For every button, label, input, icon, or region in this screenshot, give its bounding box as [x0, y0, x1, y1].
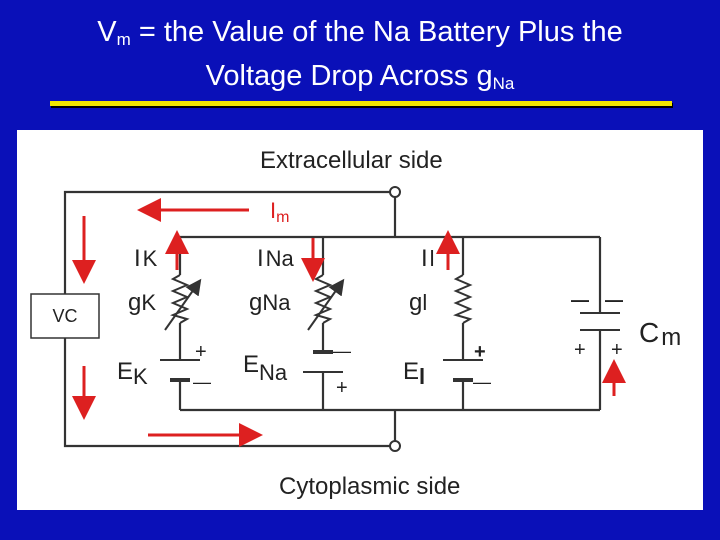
- im-label: Im: [270, 198, 289, 226]
- variable-arrow-gna: [307, 278, 345, 331]
- gna-label: gNa: [249, 289, 291, 316]
- il-label: Il: [421, 245, 435, 272]
- el-minus: —: [473, 372, 491, 392]
- el-plus: +: [474, 341, 486, 363]
- variable-arrow-gk: [164, 278, 202, 331]
- cytoplasmic-label: Cytoplasmic side: [279, 473, 460, 500]
- vc-box: [30, 293, 100, 339]
- wires: [63, 190, 602, 448]
- title-line-2: Voltage Drop Across gNa: [205, 60, 515, 93]
- resistor-gna: [313, 274, 333, 324]
- ena-plus: +: [336, 377, 348, 399]
- wire-top-left: [63, 190, 395, 294]
- capacitor-cm: [580, 312, 620, 331]
- gl-label: gl: [409, 289, 427, 316]
- top-terminal: [389, 186, 401, 198]
- ina-label: INa: [257, 245, 295, 272]
- circuit-panel: Extracellular side Cytoplasmic side: [17, 130, 703, 510]
- circuit-diagram: Extracellular side Cytoplasmic side: [30, 147, 681, 500]
- ena-label: ENa: [243, 351, 288, 385]
- cm-minus-right: —: [605, 290, 623, 310]
- resistor-gl: [453, 274, 473, 324]
- cm-minus-left: —: [571, 290, 589, 310]
- bottom-terminal: [389, 440, 401, 452]
- el-label: El: [403, 358, 425, 389]
- wire-bottom-left: [63, 322, 395, 448]
- resistor-gk: [170, 274, 190, 324]
- ek-label: EK: [117, 358, 148, 389]
- ik-label: IK: [134, 245, 158, 272]
- ek-minus: —: [193, 372, 211, 392]
- ek-plus: +: [195, 341, 207, 363]
- slide-title: Vm = the Value of the Na Battery Plus th…: [0, 14, 720, 102]
- gk-label: gK: [128, 289, 156, 316]
- cm-plus-right: +: [611, 339, 623, 361]
- vc-label: VC: [52, 306, 77, 326]
- cm-label: Cm: [639, 317, 681, 351]
- extracellular-label: Extracellular side: [260, 147, 443, 174]
- title-underline: [50, 101, 672, 106]
- cm-plus-left: +: [574, 339, 586, 361]
- ena-minus: —: [333, 341, 351, 361]
- title-line-1: Vm = the Value of the Na Battery Plus th…: [97, 16, 623, 49]
